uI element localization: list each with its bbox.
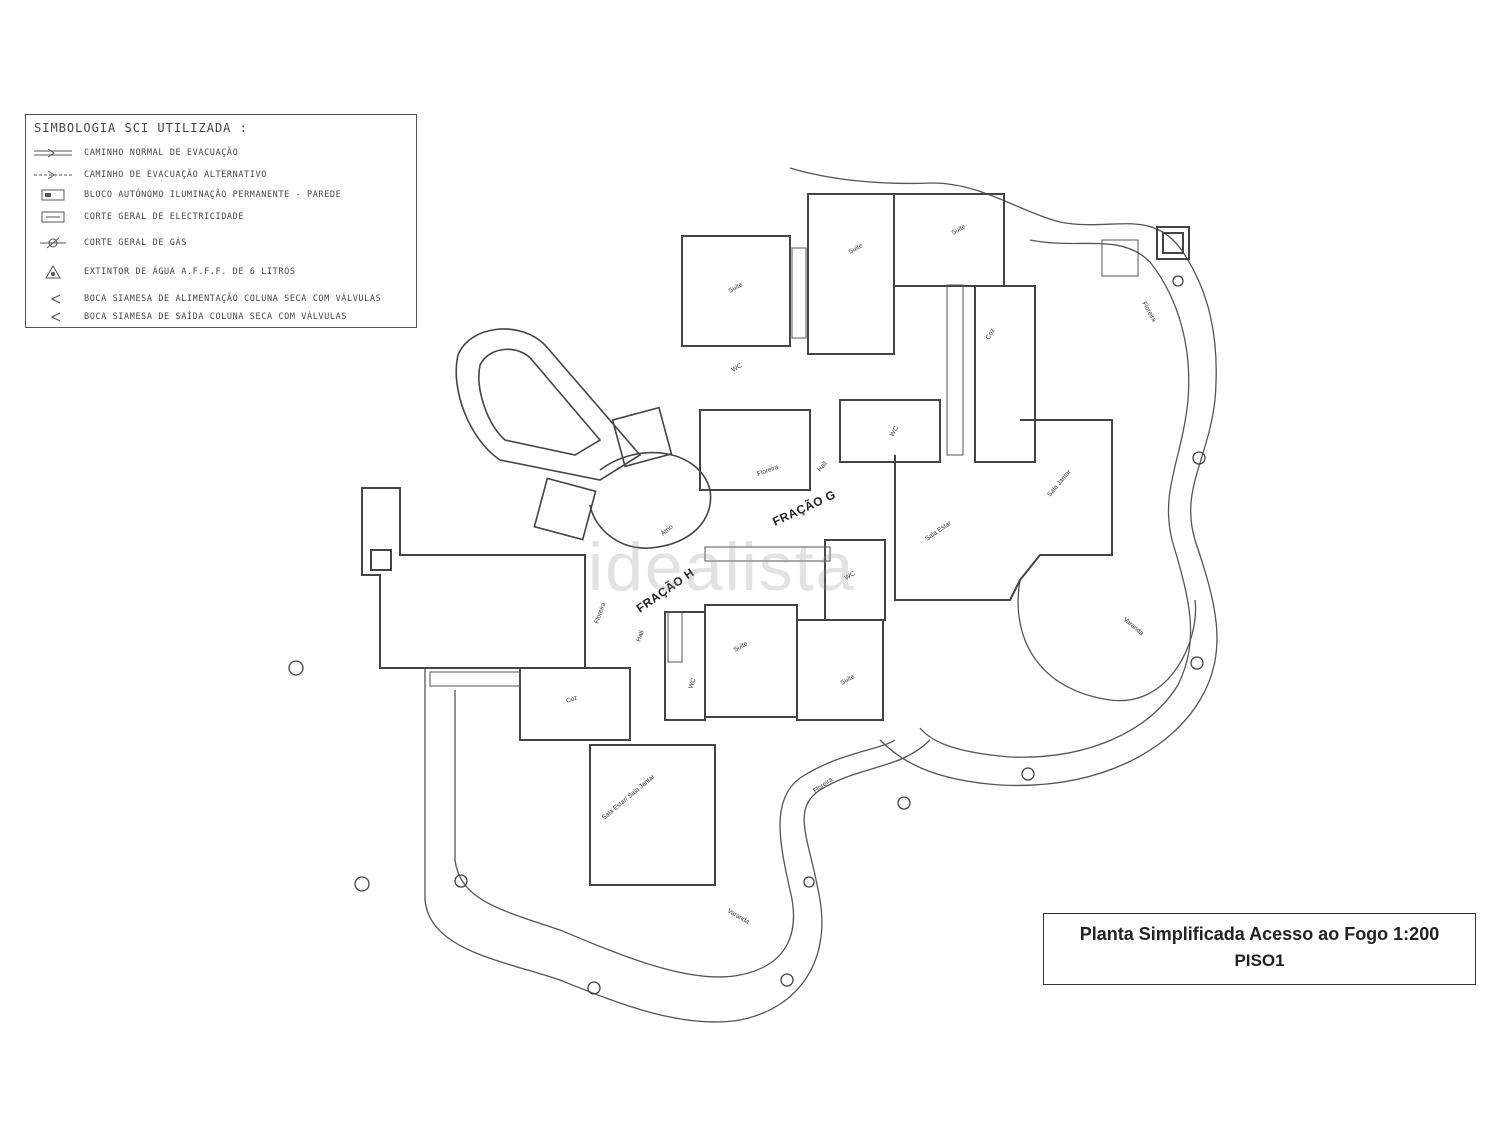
suite-block-north-right	[893, 193, 1005, 287]
column-circle	[1190, 656, 1204, 670]
balcony-inner-southwest	[454, 690, 896, 978]
electric-cutoff-icon	[41, 211, 65, 223]
column-circle	[1172, 275, 1184, 287]
legend-title: SIMBOLOGIA SCI UTILIZADA :	[34, 121, 248, 135]
storage-strip-1	[791, 247, 807, 339]
gas-cutoff-icon	[40, 237, 66, 249]
legend-row-alternative-evacuation: CAMINHO DE EVACUAÇÃO ALTERNATIVO	[32, 167, 267, 183]
room-wc-2: WC	[889, 425, 901, 438]
room-suite-5: Suite	[840, 673, 857, 687]
legend-row-siamese-outlet: BOCA SIAMESA DE SAÍDA COLUNA SECA COM VÁ…	[32, 309, 347, 325]
staircase-inner	[478, 348, 602, 456]
corridor-box	[370, 549, 392, 571]
balcony-inner-east	[919, 239, 1192, 758]
storage-strip-5	[429, 671, 521, 687]
sala-estar-jantar-block	[589, 744, 716, 886]
varanda-curve	[1017, 579, 1197, 702]
column-circle	[288, 660, 304, 676]
corridor-west	[361, 487, 586, 669]
elevator-shaft-2	[533, 477, 597, 541]
elevator-shaft-1	[611, 406, 673, 468]
column-circle	[897, 796, 911, 810]
suite-block-north-center	[807, 193, 895, 355]
legend-row-normal-evacuation: CAMINHO NORMAL DE EVACUAÇÃO	[32, 145, 238, 161]
legend-label: BOCA SIAMESA DE ALIMENTAÇÃO COLUNA SECA …	[84, 294, 382, 304]
room-varanda-1: Varanda	[1122, 616, 1145, 637]
column-circle	[454, 874, 468, 888]
room-sala-jantar: Sala Jantar	[1046, 468, 1073, 498]
room-varanda-2: Varanda	[726, 908, 751, 926]
plan-title: Planta Simplificada Acesso ao Fogo 1:200	[1079, 924, 1440, 944]
column-circle	[354, 876, 370, 892]
room-coz-2: Coz	[565, 694, 578, 705]
legend-box: SIMBOLOGIA SCI UTILIZADA : CAMINHO NORMA…	[25, 114, 417, 328]
kitchen-block-west	[519, 667, 631, 741]
room-floreira-3: Floreira	[1140, 301, 1157, 324]
room-suite-3: Suite	[951, 223, 968, 237]
sala-jantar-wall	[894, 419, 1113, 601]
siamese-inlet-icon	[50, 294, 61, 304]
column-circle	[780, 973, 794, 987]
column-circle	[1192, 451, 1206, 465]
siamese-outlet-icon	[50, 312, 61, 322]
bath-block-center	[839, 399, 941, 463]
room-suite-4: Suite	[733, 640, 750, 654]
legend-label: BLOCO AUTÓNOMO ILUMINAÇÃO PERMANENTE - P…	[84, 190, 342, 200]
storage-strip-2	[946, 284, 964, 456]
fraction-g-label: FRAÇÃO G	[770, 486, 838, 528]
suite-block-south-right	[796, 619, 884, 721]
legend-label: EXTINTOR DE ÁGUA A.F.F.F. DE 6 LITROS	[84, 267, 296, 277]
legend-row-electric-cutoff: CORTE GERAL DE ELECTRICIDADE	[32, 209, 244, 225]
suite-block-north-left	[681, 235, 791, 347]
title-block: Planta Simplificada Acesso ao Fogo 1:200…	[1043, 913, 1476, 985]
room-sala-estar: Sala Estar	[924, 519, 953, 542]
kitchen-block-east	[974, 285, 1036, 463]
legend-label: CAMINHO NORMAL DE EVACUAÇÃO	[84, 148, 239, 158]
room-sala-estar-jantar: Sala Estar/ Sala Jantar	[601, 773, 657, 822]
evacuation-alternative-arrow-icon	[34, 170, 72, 180]
legend-label: CORTE GERAL DE GÁS	[84, 238, 187, 248]
legend-row-siamese-inlet: BOCA SIAMESA DE ALIMENTAÇÃO COLUNA SECA …	[32, 291, 381, 307]
room-coz-1: Coz	[985, 327, 997, 341]
column-circle	[587, 981, 601, 995]
room-wc-4: WC	[687, 677, 697, 690]
column-circle	[803, 876, 815, 888]
tower-box-inner	[1162, 232, 1184, 254]
bath-block-east	[824, 539, 886, 621]
storage-strip-3	[704, 546, 831, 562]
emergency-light-icon	[41, 189, 65, 201]
legend-label: CAMINHO DE EVACUAÇÃO ALTERNATIVO	[84, 170, 267, 180]
legend-row-extinguisher: EXTINTOR DE ÁGUA A.F.F.F. DE 6 LITROS	[32, 264, 296, 280]
storage-strip-4	[667, 611, 683, 663]
balcony-outline-southwest	[424, 668, 931, 1023]
fire-extinguisher-icon	[45, 265, 61, 279]
suite-block-south-center	[704, 604, 798, 718]
atrio-curve	[589, 451, 712, 549]
tower-box	[1156, 226, 1190, 260]
room-suite-2: Suite	[848, 242, 865, 256]
column-circle	[1021, 767, 1035, 781]
evacuation-normal-arrow-icon	[34, 148, 72, 158]
floor-label: PISO1	[1234, 951, 1285, 970]
storage-strip-6	[1101, 239, 1139, 277]
room-floreira-4: Floreira	[812, 776, 834, 795]
room-hall-1: Hall	[816, 460, 829, 474]
room-wc-1: WC	[731, 362, 744, 374]
room-suite-1: Suite	[728, 281, 745, 295]
room-hall-2: Hall	[635, 629, 646, 642]
legend-label: BOCA SIAMESA DE SAÍDA COLUNA SECA COM VÁ…	[84, 312, 348, 322]
hall-g-block	[699, 409, 811, 491]
room-wc-3: WC	[844, 570, 857, 582]
wc-block-south	[664, 611, 706, 721]
watermark: idealista	[588, 529, 856, 605]
legend-label: CORTE GERAL DE ELECTRICIDADE	[84, 212, 245, 222]
legend-row-gas-cutoff: CORTE GERAL DE GÁS	[32, 235, 187, 251]
room-floreira-1: Floreira	[756, 464, 779, 478]
legend-row-emergency-light: BLOCO AUTÓNOMO ILUMINAÇÃO PERMANENTE - P…	[32, 187, 341, 203]
staircase-outline	[455, 328, 642, 481]
